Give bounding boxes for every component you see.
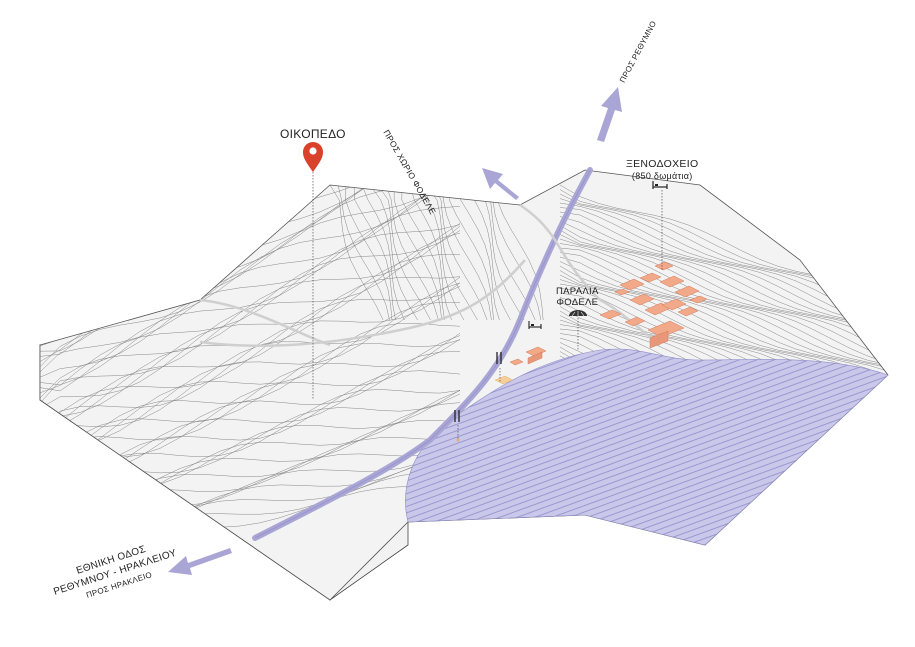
contour-line	[417, 184, 465, 321]
contour-line	[40, 301, 461, 460]
contour-line	[465, 184, 511, 321]
contour-line	[559, 247, 887, 365]
beach-label-line2: ΦΟΔΕΛΕ	[556, 297, 599, 308]
contour-line	[409, 184, 452, 321]
contour-line	[473, 184, 525, 321]
contour-line	[40, 339, 461, 466]
contour-line	[559, 256, 887, 368]
contour-line	[559, 265, 887, 377]
contour-line	[559, 270, 887, 385]
contour-line	[337, 184, 390, 321]
contour-line	[497, 184, 544, 321]
hotel-rooms: (850 δωμάτια)	[631, 171, 693, 181]
contour-line	[559, 229, 887, 344]
contour-line	[559, 252, 887, 366]
leader-lines	[312, 172, 663, 440]
contour-line	[40, 172, 461, 378]
national-road	[252, 167, 593, 541]
contour-line	[433, 184, 488, 321]
arrow-to-rethymno	[597, 87, 622, 142]
contour-line	[559, 211, 887, 326]
cutlery-icon	[496, 352, 502, 364]
contour-line	[559, 234, 887, 352]
contour-line	[40, 173, 461, 367]
contour-line	[559, 207, 887, 325]
terrain-surface	[40, 170, 888, 600]
contour-line	[40, 170, 461, 373]
contour-line	[40, 323, 461, 459]
map-pin-icon[interactable]	[303, 142, 323, 172]
direction-arrows	[168, 87, 622, 575]
contour-line	[40, 282, 461, 446]
contour-line	[40, 277, 461, 440]
contour-line	[449, 184, 494, 321]
contour-line	[489, 184, 542, 321]
contour-line	[377, 184, 431, 321]
contour-line	[401, 184, 445, 321]
beach-label: ΠΑΡΑΛΙΑ ΦΟΔΕΛΕ	[556, 286, 599, 308]
bed-icon	[652, 181, 668, 189]
hotel-title: ΞΕΝΟΔΟΧΕΙΟ	[626, 158, 699, 170]
contour-line	[559, 225, 887, 337]
beach-umbrella-icon	[569, 310, 587, 317]
contour-line	[385, 184, 439, 321]
hotel-buildings	[509, 261, 708, 366]
arrow-to-village	[482, 168, 519, 200]
contour-line	[559, 238, 887, 359]
contour-line	[40, 339, 461, 461]
hotel-label: ΞΕΝΟΔΟΧΕΙΟ (850 δωμάτια)	[626, 158, 698, 181]
contour-line	[559, 243, 887, 363]
contour-line	[393, 184, 442, 321]
contour-line	[40, 225, 461, 404]
contour-line	[361, 184, 405, 321]
contour-line	[40, 223, 461, 409]
plot-label: ΟΙΚΟΠΕΔΟ	[280, 127, 346, 141]
contour-line	[441, 184, 492, 321]
contour-line	[481, 184, 536, 321]
contour-line	[559, 216, 887, 327]
local-roads	[199, 203, 661, 348]
contour-line	[457, 184, 500, 321]
contour-line	[329, 184, 384, 321]
contour-line	[559, 261, 887, 371]
arrow-to-heraklion	[168, 548, 232, 575]
contour-line	[40, 282, 461, 435]
contour-line	[369, 184, 418, 321]
beach-label-line1: ΠΑΡΑΛΙΑ	[556, 286, 599, 297]
contour-line	[40, 232, 461, 417]
taverna-area	[494, 375, 514, 385]
cutlery-icon	[454, 410, 460, 422]
contour-line	[345, 184, 393, 321]
contour-line	[353, 184, 396, 321]
contour-line	[40, 206, 461, 392]
bed-icon	[528, 321, 542, 329]
contour-line	[425, 184, 478, 321]
contour-line	[559, 220, 887, 331]
contour-line	[40, 184, 461, 386]
